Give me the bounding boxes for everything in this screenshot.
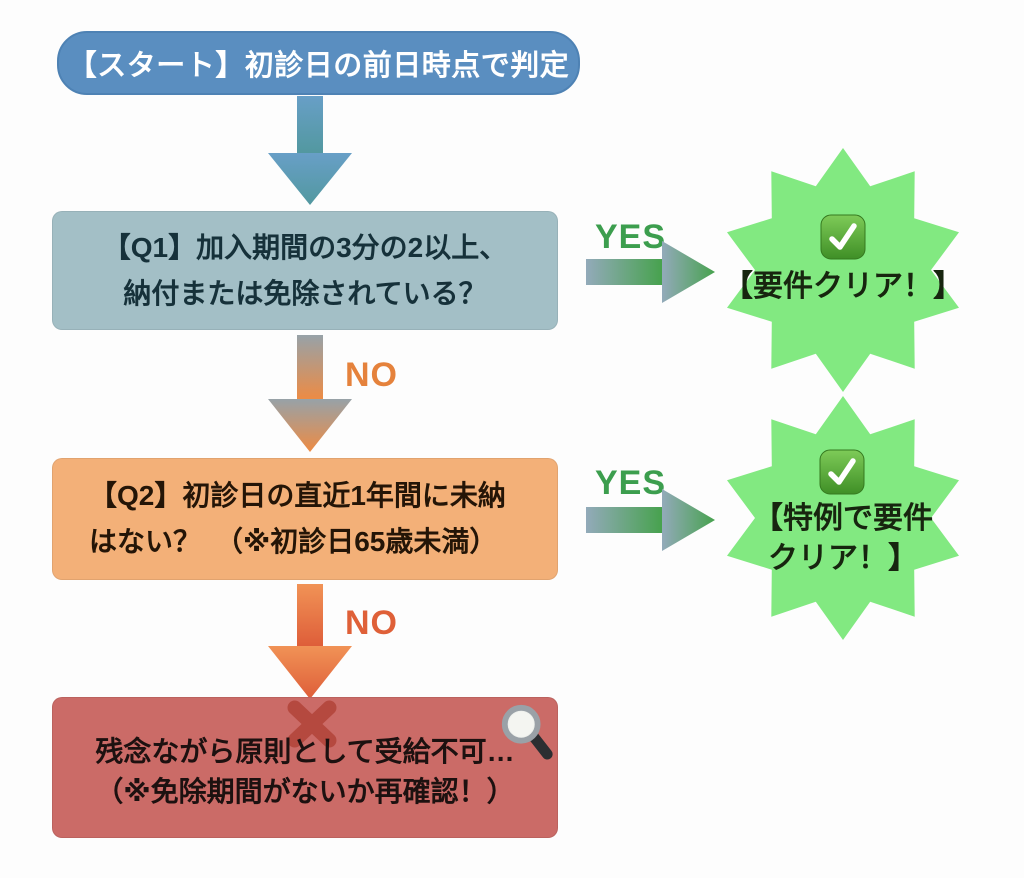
result2-line2: クリア！】 <box>768 542 918 575</box>
fail-node: 残念ながら原則として受給不可… （※免除期間がないか再確認！） <box>52 697 558 838</box>
cross-icon <box>287 700 337 748</box>
q2-no-label: NO <box>345 604 398 642</box>
arrow-right-q1-yes-icon <box>586 241 715 303</box>
check-icon <box>820 214 866 260</box>
q1-yes-label: YES <box>595 218 667 256</box>
fail-text: 残念ながら原則として受給不可… （※免除期間がないか再確認！） <box>53 732 557 812</box>
result1-label: 【要件クリア！】 <box>723 270 963 303</box>
result2-label: 【特例で要件 クリア！】 <box>718 499 968 579</box>
q2-line2: はない？ （※初診日65歳未満） <box>89 526 498 557</box>
q1-line1: 【Q1】加入期間の3分の2以上、 <box>102 231 508 263</box>
arrow-right-q2-yes-icon <box>586 489 715 551</box>
result1-starburst-icon <box>727 148 959 392</box>
arrow-down-q2-no-icon <box>268 584 352 699</box>
check-icon <box>819 449 865 495</box>
fail-line1: 残念ながら原則として受給不可… <box>95 736 515 767</box>
q1-node: 【Q1】加入期間の3分の2以上、 納付または免除されている？ <box>52 211 558 330</box>
q2-node: 【Q2】初診日の直近1年間に未納 はない？ （※初診日65歳未満） <box>52 458 558 580</box>
arrow-down-q1-no-icon <box>268 335 352 452</box>
magnifier-icon <box>501 704 553 760</box>
result2-line1: 【特例で要件 <box>753 502 933 535</box>
start-label: 【スタート】初診日の前日時点で判定 <box>67 50 570 82</box>
result2-starburst-icon <box>727 396 959 640</box>
q2-yes-label: YES <box>595 464 667 502</box>
q2-line1: 【Q2】初診日の直近1年間に未納 <box>89 480 506 511</box>
q1-no-label: NO <box>345 356 398 394</box>
arrow-down-start-to-q1-icon <box>268 96 352 205</box>
q1-line2: 納付または免除されている？ <box>123 277 487 309</box>
fail-line2: （※免除期間がないか再確認！） <box>95 776 515 807</box>
start-node: 【スタート】初診日の前日時点で判定 <box>57 31 580 95</box>
